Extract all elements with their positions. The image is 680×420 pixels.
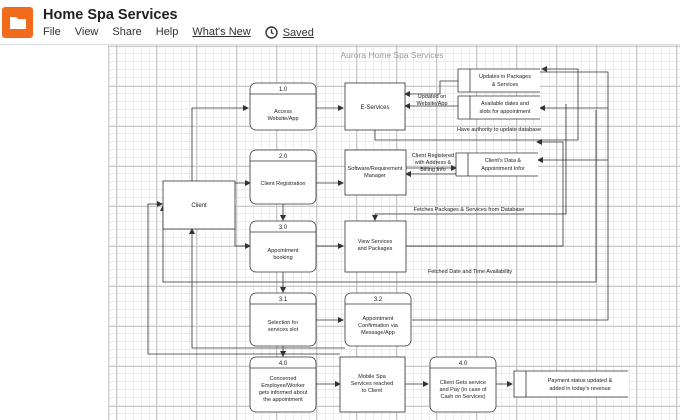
flow-right-edge — [412, 108, 609, 321]
menu-file[interactable]: File — [43, 26, 61, 38]
mobile-spa-label-2: Services reached — [351, 381, 394, 387]
process-4-0a-line4: the appointment — [263, 397, 303, 403]
view-services-label-2: and Packages — [358, 246, 393, 252]
folder-icon[interactable] — [2, 7, 33, 38]
process-3-0-line2: booking — [273, 255, 292, 261]
store-updates-line1: Updates in Packages — [479, 74, 531, 80]
flow-fetches — [372, 104, 567, 221]
process-1-0-id: 1.0 — [279, 87, 288, 93]
process-4-0b-id: 4.0 — [459, 361, 468, 367]
eservices-label: E-Services — [360, 105, 389, 111]
software-label-1: Software/Requirement — [348, 166, 403, 172]
menu-bar: File View Share Help What's New Saved — [43, 26, 342, 39]
mobile-spa-label-1: Mobile Spa — [358, 374, 386, 380]
process-3-2-line1: Appointment — [363, 316, 394, 322]
store-client-data[interactable]: Client's Data & Appointment Infor — [455, 152, 538, 177]
mobile-spa-label-3: to Client — [362, 388, 383, 394]
flow-client-2.0 — [234, 180, 251, 198]
process-4-0a-line3: gets informed about — [259, 390, 308, 396]
process-3-1-line2: services slot — [268, 327, 299, 333]
store-payment-line2: added in today's revenue — [549, 386, 610, 392]
top-bar: Home Spa Services File View Share Help W… — [0, 0, 680, 45]
flow-updates-eservices — [404, 80, 458, 97]
process-4-0a-id: 4.0 — [279, 361, 288, 367]
store-payment-line1: Payment status updated & — [548, 378, 613, 384]
menu-help[interactable]: Help — [155, 26, 179, 38]
mobile-spa-entity[interactable]: Mobile Spa Services reached to Client — [339, 356, 406, 413]
saved-label: Saved — [282, 26, 314, 39]
process-3-1[interactable]: 3.1 Selection for services slot — [249, 292, 317, 347]
process-4-0-employee[interactable]: 4.0 Concerned Employee/Worker gets infor… — [249, 356, 317, 413]
store-available-line2: slots for appointment — [479, 109, 531, 115]
eservices-entity[interactable]: E-Services — [344, 82, 406, 131]
flow-mobile-client — [147, 201, 340, 355]
document-title[interactable]: Home Spa Services — [43, 7, 178, 23]
client-label: Client — [191, 203, 207, 209]
saved-status[interactable]: Saved — [265, 26, 328, 39]
process-3-2-id: 3.2 — [374, 297, 383, 303]
process-4-0b-line2: and Pay (in case of — [439, 387, 487, 393]
menu-view[interactable]: View — [74, 26, 99, 38]
label-fetches: Fetches Packages & Services from Databas… — [414, 207, 525, 213]
flow-fetched-client — [160, 110, 597, 283]
process-4-0-payment[interactable]: 4.0 Client Gets service and Pay (in case… — [429, 356, 497, 413]
store-client-data-line1: Client's Data & — [485, 158, 522, 164]
flow-client-1.0 — [191, 105, 249, 181]
software-label-2: Manager — [364, 173, 386, 179]
label-registered-3: Billing Info — [420, 167, 445, 173]
label-fetched-date: Fetched Date and Time Availability — [428, 269, 513, 275]
process-3-1-id: 3.1 — [279, 297, 288, 303]
process-3-2[interactable]: 3.2 Appointment Confirmation via Message… — [344, 292, 412, 347]
label-updated-on-2: Website/App — [416, 101, 447, 107]
process-3-2-line2: Confirmation via — [358, 323, 399, 329]
label-authority: Have authority to update database — [457, 127, 541, 133]
software-manager-entity[interactable]: Software/Requirement Manager — [344, 149, 407, 196]
store-available-line1: Available dates and — [481, 101, 529, 107]
process-3-2-line3: Message/App — [361, 330, 395, 336]
process-4-0b-line1: Client Gets service — [440, 380, 486, 386]
process-4-0a-line2: Employee/Worker — [261, 383, 305, 389]
process-2-0[interactable]: 2.0 Client Registration — [249, 149, 317, 205]
menu-share[interactable]: Share — [112, 26, 142, 38]
flow-labels: Updated on Website/App Have authority to… — [412, 94, 541, 275]
process-1-0-line1: Access — [274, 109, 292, 115]
store-client-data-line2: Appointment Infor — [481, 166, 525, 172]
client-entity[interactable]: Client — [162, 180, 236, 230]
flow-updates-top — [540, 71, 609, 108]
flow-3.2-client — [189, 228, 345, 349]
process-4-0b-line3: Cash on Services) — [441, 394, 486, 400]
clock-icon — [265, 26, 278, 39]
view-services-label-1: View Services — [358, 239, 393, 245]
process-3-0[interactable]: 3.0 Appointment booking — [249, 220, 317, 273]
flow-client-3.0 — [234, 206, 251, 249]
process-1-0[interactable]: 1.0 Access Website/App — [249, 82, 317, 131]
store-updates[interactable]: Updates in Packages & Services — [457, 68, 540, 93]
menu-whats-new[interactable]: What's New — [192, 26, 251, 38]
view-services-entity[interactable]: View Services and Packages — [344, 220, 407, 273]
store-available[interactable]: Available dates and slots for appointmen… — [457, 95, 540, 120]
process-4-0a-line1: Concerned — [270, 376, 297, 382]
label-registered-2: with Address & — [414, 160, 452, 166]
process-3-0-line1: Appointment — [268, 248, 299, 254]
process-2-0-line1: Client Registration — [261, 181, 306, 187]
process-3-1-line1: Selection for — [268, 320, 299, 326]
connector-lines — [147, 66, 609, 387]
label-registered-1: Client Registered — [412, 153, 454, 159]
store-updates-line2: & Services — [492, 82, 519, 88]
flow-authority — [374, 66, 579, 141]
label-updated-on-1: Updated on — [418, 94, 446, 100]
process-2-0-id: 2.0 — [279, 154, 288, 160]
process-1-0-line2: Website/App — [267, 116, 298, 122]
flow-view-available — [406, 139, 564, 247]
diagram-title: Aurora Home Spa Services — [341, 50, 444, 60]
process-3-0-id: 3.0 — [279, 225, 288, 231]
store-payment[interactable]: Payment status updated & added in today'… — [513, 370, 628, 398]
